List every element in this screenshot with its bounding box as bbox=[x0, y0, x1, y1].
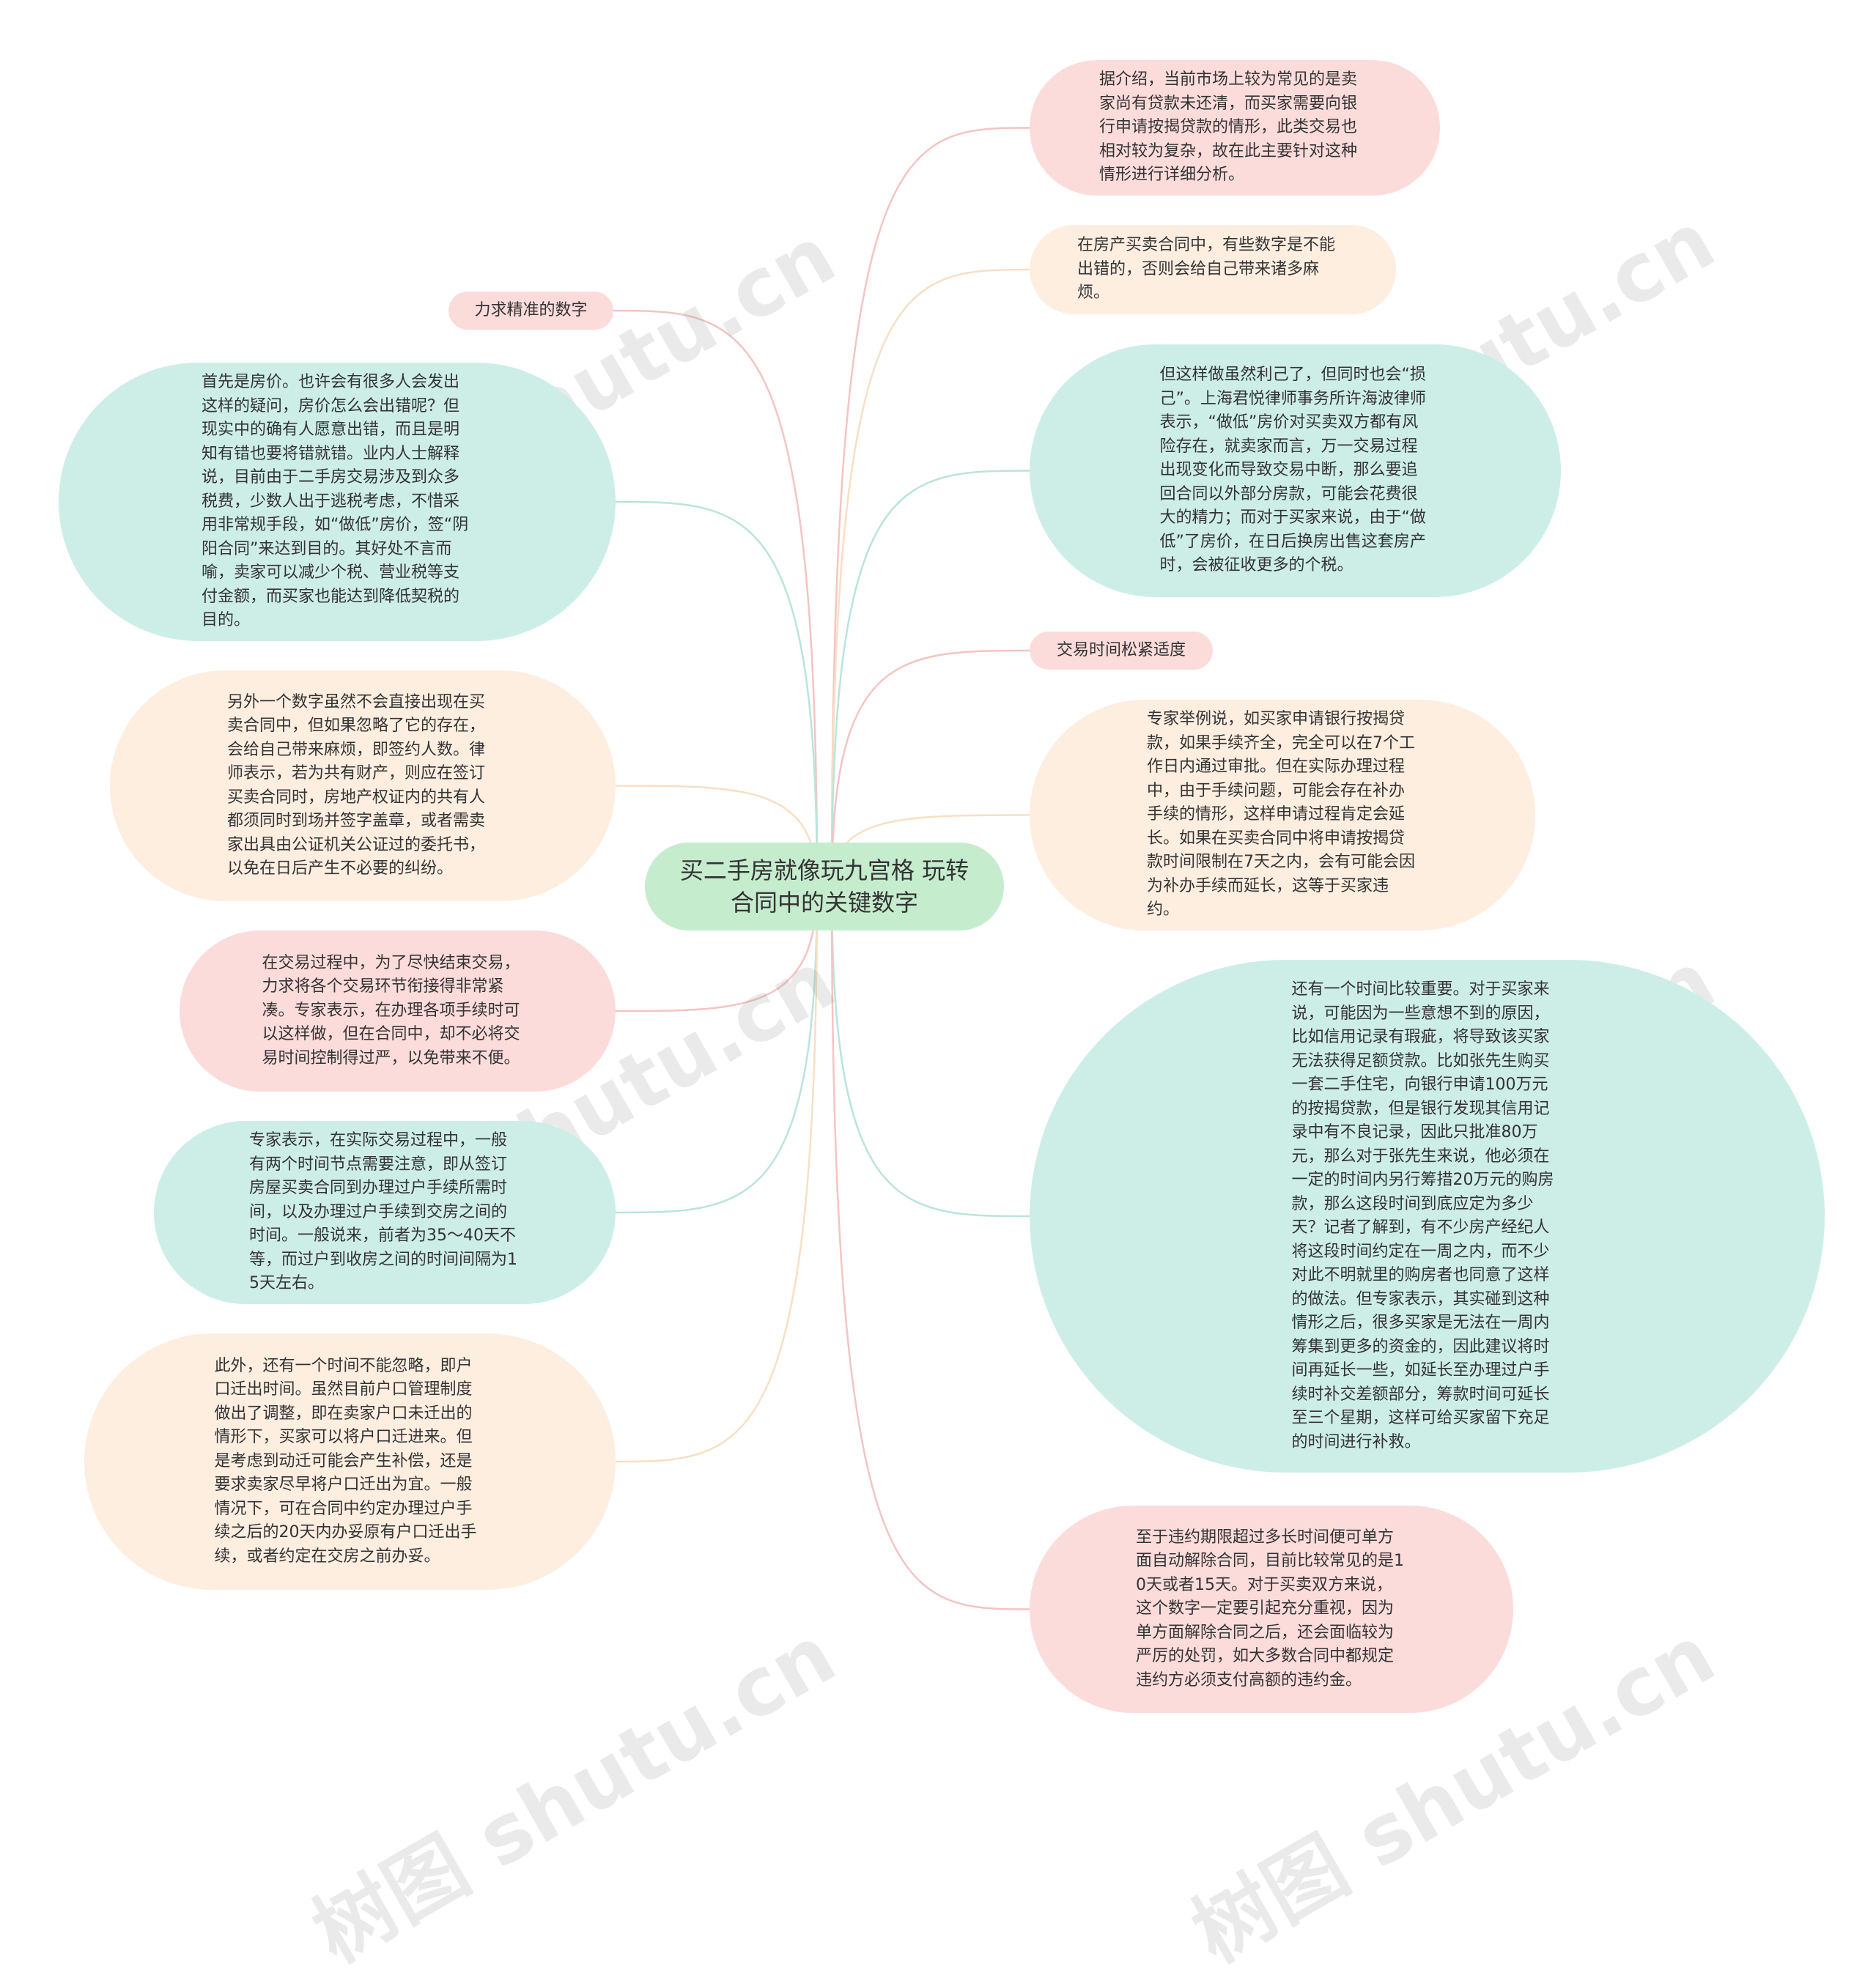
topic-node[interactable]: 此外，还有一个时间不能忽略，即户口迁出时间。虽然目前户口管理制度做出了调整，即在… bbox=[84, 1333, 616, 1590]
connector-lines bbox=[613, 127, 1030, 1610]
connector-line bbox=[830, 886, 1030, 1610]
connector-line bbox=[615, 886, 819, 1214]
connector-line bbox=[615, 886, 819, 1013]
root-topic-label: 买二手房就像玩九宫格 玩转合同中的关键数字 bbox=[679, 856, 970, 917]
connector-line bbox=[830, 127, 1030, 887]
topic-node[interactable]: 在房产买卖合同中，有些数字是不能出错的，否则会给自己带来诸多麻烦。 bbox=[1030, 225, 1396, 314]
connector-line bbox=[615, 500, 819, 887]
connector-line bbox=[615, 886, 819, 1463]
topic-node-text: 在交易过程中，为了尽快结束交易，力求将各个交易环节衔接得非常紧凑。专家表示，在办… bbox=[262, 953, 520, 1067]
topic-node-text: 但这样做虽然利己了，但同时也会“损己”。上海君悦律师事务所许海波律师表示，“做低… bbox=[1159, 366, 1426, 575]
topic-node-text: 首先是房价。也许会有很多人会发出这样的疑问，房价怎么会出错呢？但现实中的确有人愿… bbox=[202, 373, 469, 630]
topic-node[interactable]: 首先是房价。也许会有很多人会发出这样的疑问，房价怎么会出错呢？但现实中的确有人愿… bbox=[59, 363, 616, 641]
topic-node-text: 交易时间松紧适度 bbox=[1056, 641, 1186, 659]
topic-node-text: 在房产买卖合同中，有些数字是不能出错的，否则会给自己带来诸多麻烦。 bbox=[1077, 236, 1336, 303]
connector-line bbox=[613, 309, 819, 887]
topic-node-text: 专家表示，在实际交易过程中，一般有两个时间节点需要注意，即从签订房屋买卖合同到办… bbox=[249, 1131, 517, 1293]
root-topic[interactable]: 买二手房就像玩九宫格 玩转合同中的关键数字 bbox=[645, 843, 1004, 930]
topic-node[interactable]: 专家表示，在实际交易过程中，一般有两个时间节点需要注意，即从签订房屋买卖合同到办… bbox=[154, 1121, 616, 1304]
topic-node[interactable]: 专家举例说，如买家申请银行按揭贷款，如果手续齐全，完全可以在7个工作日内通过审批… bbox=[1030, 700, 1535, 930]
topic-node-text: 力求精准的数字 bbox=[474, 301, 588, 319]
connector-line bbox=[830, 470, 1030, 887]
topic-node-text: 专家举例说，如买家申请银行按揭贷款，如果手续齐全，完全可以在7个工作日内通过审批… bbox=[1147, 710, 1415, 919]
topic-node[interactable]: 至于违约期限超过多长时间便可单方面自动解除合同，目前比较常见的是10天或者15天… bbox=[1030, 1506, 1513, 1713]
topic-node[interactable]: 但这样做虽然利己了，但同时也会“损己”。上海君悦律师事务所许海波律师表示，“做低… bbox=[1030, 344, 1561, 597]
topic-node[interactable]: 在交易过程中，为了尽快结束交易，力求将各个交易环节衔接得非常紧凑。专家表示，在办… bbox=[180, 930, 616, 1092]
connector-line bbox=[830, 268, 1030, 887]
topic-node-text: 另外一个数字虽然不会直接出现在买卖合同中，但如果忽略了它的存在，会给自己带来麻烦… bbox=[227, 692, 486, 878]
topic-node-text: 此外，还有一个时间不能忽略，即户口迁出时间。虽然目前户口管理制度做出了调整，即在… bbox=[214, 1356, 477, 1566]
topic-node-label[interactable]: 交易时间松紧适度 bbox=[1030, 632, 1213, 670]
topic-node-text: 至于违约期限超过多长时间便可单方面自动解除合同，目前比较常见的是10天或者15天… bbox=[1136, 1528, 1404, 1689]
topic-node-label[interactable]: 力求精准的数字 bbox=[448, 292, 613, 330]
topic-node-text: 还有一个时间比较重要。对于买家来说，可能因为一些意想不到的原因，比如信用记录有瑕… bbox=[1291, 980, 1554, 1451]
connector-line bbox=[830, 649, 1030, 887]
topic-node[interactable]: 还有一个时间比较重要。对于买家来说，可能因为一些意想不到的原因，比如信用记录有瑕… bbox=[1030, 960, 1825, 1473]
topic-node-text: 据介绍，当前市场上较为常见的是卖家尚有贷款未还清，而买家需要向银行申请按揭贷款的… bbox=[1099, 70, 1358, 185]
connector-line bbox=[830, 886, 1030, 1218]
topic-node[interactable]: 另外一个数字虽然不会直接出现在买卖合同中，但如果忽略了它的存在，会给自己带来麻烦… bbox=[110, 670, 616, 901]
topic-node[interactable]: 据介绍，当前市场上较为常见的是卖家尚有贷款未还清，而买家需要向银行申请按揭贷款的… bbox=[1030, 60, 1440, 196]
mindmap-canvas: 树图 shutu.cn 树图 shutu.cn 树图 shutu.cn 树图 s… bbox=[59, 60, 1825, 1980]
